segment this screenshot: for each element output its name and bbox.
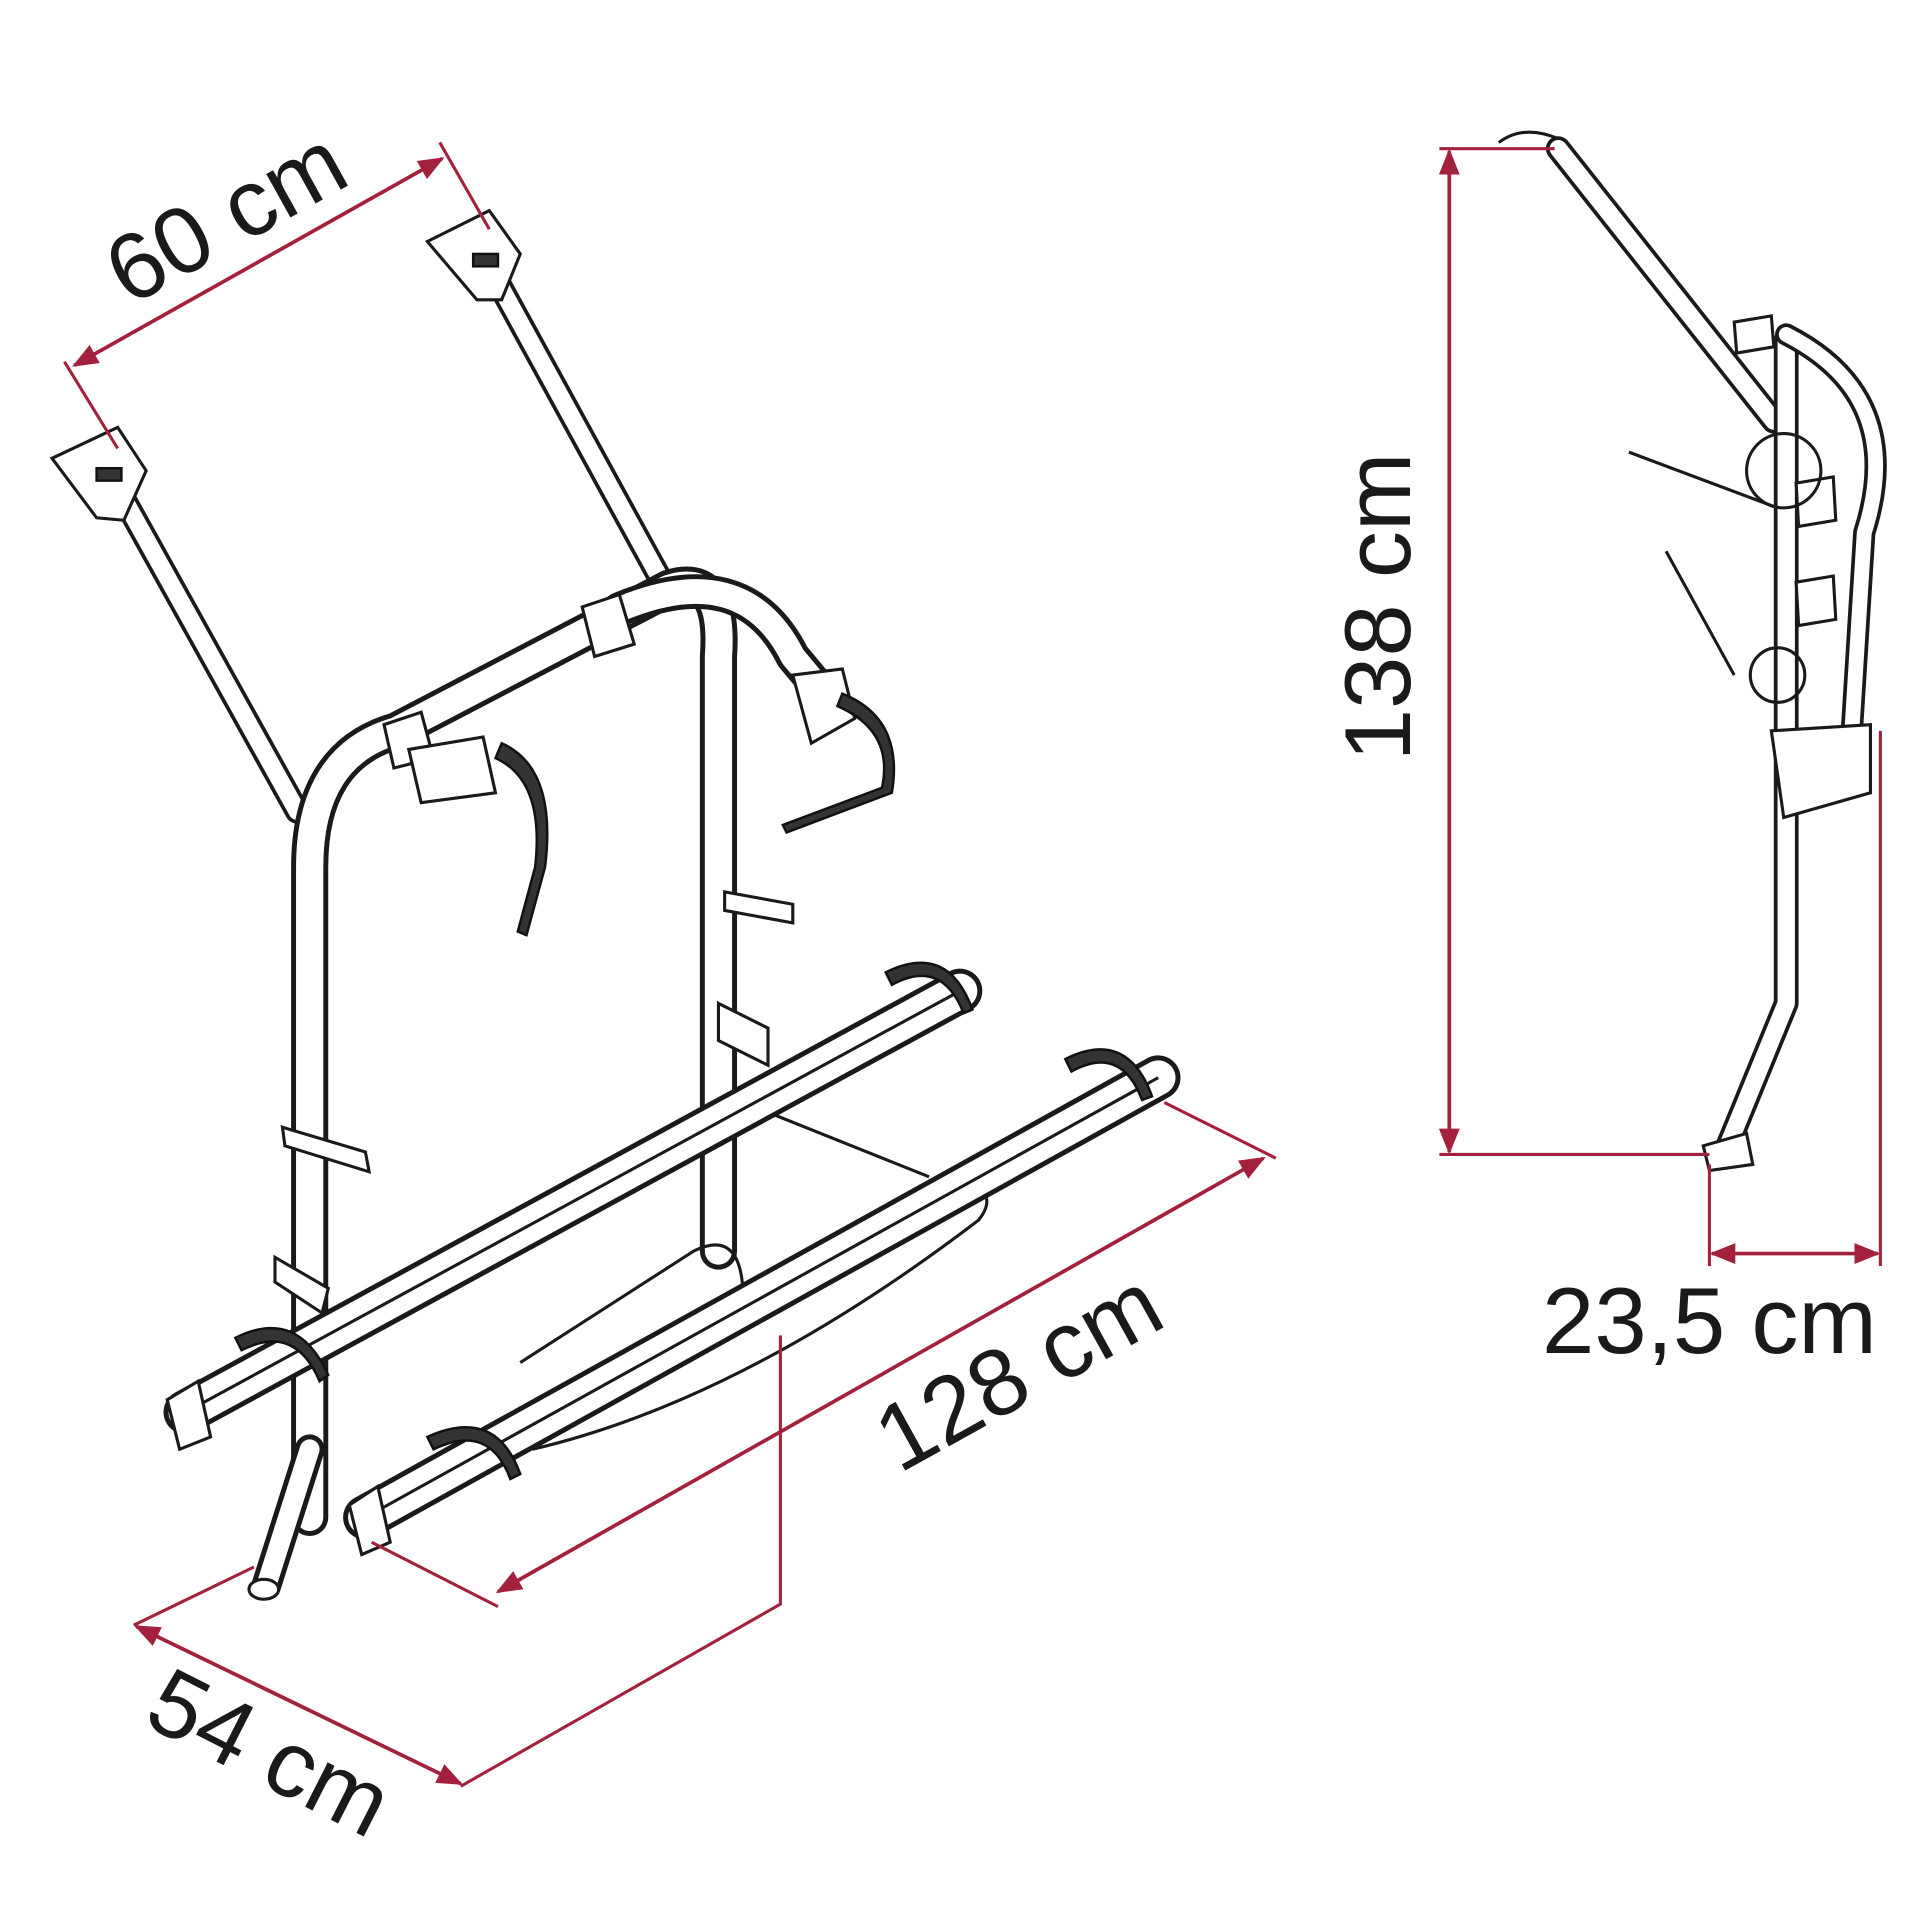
dimension-60cm: 60 cm (63, 108, 491, 450)
dimension-label-width: 54 cm (132, 1647, 408, 1857)
wheel-rail-1 (163, 961, 983, 1452)
dimension-138cm: 138 cm (1325, 147, 1710, 1157)
main-frame (247, 566, 989, 1601)
dimension-label-depth: 23,5 cm (1542, 1268, 1877, 1373)
dimension-23-5cm: 23,5 cm (1542, 730, 1882, 1373)
dimension-label-height: 138 cm (1325, 453, 1430, 762)
left-mounting-arm (49, 425, 310, 824)
dimension-label-rail-length: 128 cm (858, 1250, 1179, 1491)
dimension-128cm: 128 cm (370, 1101, 1277, 1608)
dimension-label-arm-spacing: 60 cm (88, 108, 363, 324)
carrier-side-view (1497, 130, 1887, 1173)
right-mounting-arm (424, 208, 682, 607)
